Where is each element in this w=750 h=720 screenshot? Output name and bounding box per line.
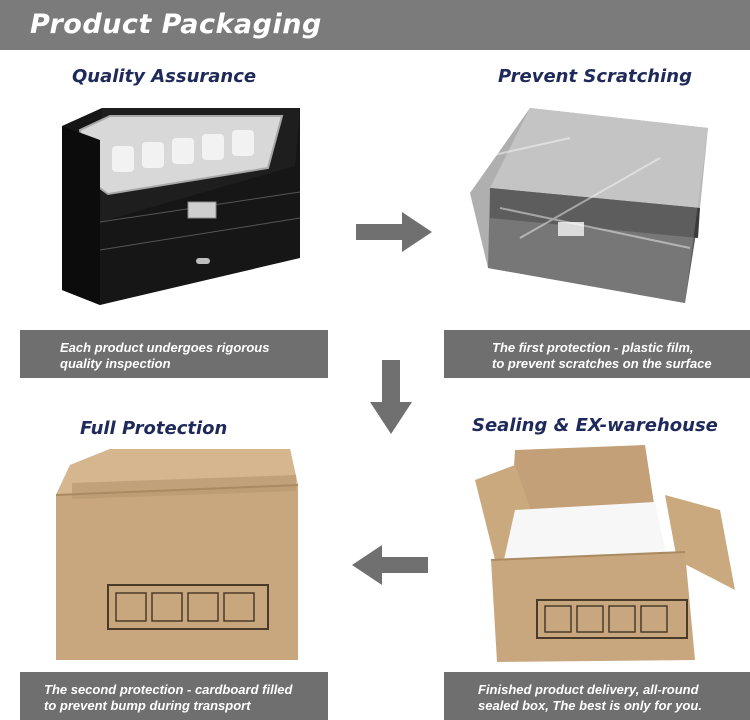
page-header: Product Packaging: [0, 0, 750, 50]
caption-line: to prevent bump during transport: [44, 698, 251, 713]
plastic-wrapped-box-image: [470, 108, 708, 303]
caption-prevent-scratching: The first protection - plastic film, to …: [444, 330, 750, 378]
caption-sealing: Finished product delivery, all-round sea…: [444, 672, 750, 720]
caption-quality-assurance: Each product undergoes rigorous quality …: [20, 330, 328, 378]
caption-line: The first protection - plastic film,: [492, 340, 694, 355]
step-title-full-protection: Full Protection: [80, 418, 228, 439]
caption-line: sealed box, The best is only for you.: [478, 698, 702, 713]
arrow-right-icon: [356, 212, 432, 252]
step-title-sealing: Sealing & EX-warehouse: [472, 415, 718, 436]
caption-full-protection: The second protection - cardboard filled…: [20, 672, 328, 720]
caption-line: Each product undergoes rigorous: [60, 340, 270, 355]
sealed-cardboard-box-image: [55, 449, 299, 660]
caption-line: Finished product delivery, all-round: [478, 682, 699, 697]
watch-box-image: [62, 108, 301, 305]
step-title-prevent-scratching: Prevent Scratching: [498, 66, 692, 87]
caption-line: to prevent scratches on the surface: [492, 356, 712, 371]
caption-line: quality inspection: [60, 356, 171, 371]
arrow-left-icon: [352, 545, 428, 585]
arrow-down-icon: [370, 360, 412, 434]
open-cardboard-box-image: [475, 445, 735, 662]
page-title: Product Packaging: [30, 9, 322, 40]
caption-line: The second protection - cardboard filled: [44, 682, 293, 697]
step-title-quality-assurance: Quality Assurance: [72, 66, 257, 87]
